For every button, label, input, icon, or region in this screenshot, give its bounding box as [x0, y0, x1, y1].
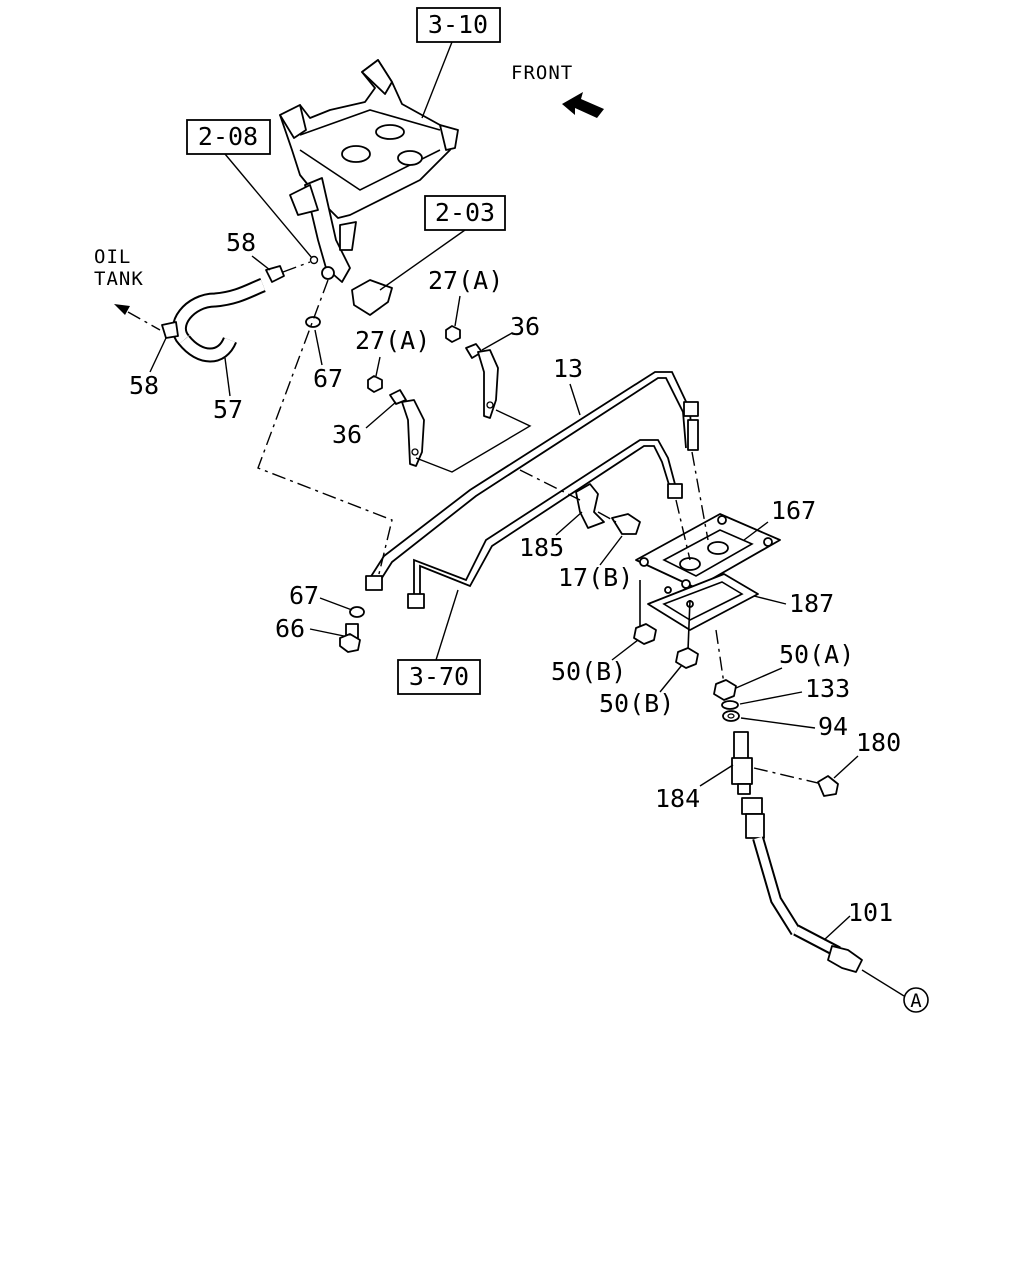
washer-133	[721, 700, 739, 710]
callout-66[interactable]: 66	[275, 614, 305, 643]
ref-box-3-70[interactable]	[397, 659, 481, 695]
front-arrow-icon	[562, 92, 604, 118]
nut-50b-left	[633, 623, 657, 645]
callout-58-bottom[interactable]: 58	[129, 371, 159, 400]
pipe-13	[365, 371, 699, 591]
washer-67-top	[305, 316, 321, 328]
callout-67-top[interactable]: 67	[313, 364, 343, 393]
callout-57[interactable]: 57	[213, 395, 243, 424]
nut-50a	[713, 679, 737, 701]
callout-67-lower[interactable]: 67	[289, 581, 319, 610]
callout-184[interactable]: 184	[655, 784, 700, 813]
reference-circle-a[interactable]	[903, 987, 929, 1013]
callout-185[interactable]: 185	[519, 533, 564, 562]
hose-57	[161, 278, 266, 363]
ref-box-2-08[interactable]	[186, 119, 271, 155]
callout-101[interactable]: 101	[848, 898, 893, 927]
plate-167	[635, 513, 781, 589]
oil-label: OIL	[94, 246, 131, 268]
oil-tank-arrow-icon	[114, 304, 161, 331]
pipe-3-70	[407, 439, 683, 609]
clip-185	[519, 469, 605, 529]
tee-fitting-184	[731, 731, 823, 795]
bolt-66	[339, 623, 361, 653]
reference-label-a: A	[910, 990, 922, 1012]
callout-50b-left[interactable]: 50(B)	[551, 657, 626, 686]
ref-label-3-10: 3-10	[428, 10, 488, 39]
clamp-58-top	[265, 261, 311, 283]
ref-box-3-10[interactable]	[416, 7, 501, 43]
callout-167[interactable]: 167	[771, 496, 816, 525]
nut-27a-upper	[445, 325, 461, 343]
callout-50b-right[interactable]: 50(B)	[599, 689, 674, 718]
hose-101	[741, 797, 863, 973]
plug-180	[817, 775, 839, 797]
callout-58-top[interactable]: 58	[226, 228, 256, 257]
callout-27a-lower[interactable]: 27(A)	[355, 326, 430, 355]
ref-box-2-03[interactable]	[424, 195, 506, 231]
callout-180[interactable]: 180	[856, 728, 901, 757]
ref-label-2-03: 2-03	[435, 198, 495, 227]
callout-36-upper[interactable]: 36	[510, 312, 540, 341]
pedal-bracket-assembly	[279, 59, 459, 316]
bracket-36-lower	[389, 389, 425, 467]
callout-13[interactable]: 13	[553, 354, 583, 383]
callout-187[interactable]: 187	[789, 589, 834, 618]
callout-50a[interactable]: 50(A)	[779, 640, 854, 669]
bolt-17b	[597, 511, 641, 535]
nut-50b-right	[675, 647, 699, 669]
gasket-187	[647, 573, 759, 631]
ref-label-3-70: 3-70	[409, 662, 469, 691]
nut-27a-lower	[367, 375, 383, 393]
callout-27a-upper[interactable]: 27(A)	[428, 266, 503, 295]
callout-36-lower[interactable]: 36	[332, 420, 362, 449]
bracket-36-upper	[465, 343, 499, 419]
tank-label: TANK	[94, 268, 144, 290]
callout-94[interactable]: 94	[818, 712, 848, 741]
callout-17b[interactable]: 17(B)	[558, 563, 633, 592]
washer-67-lower	[349, 606, 365, 618]
front-label: FRONT	[511, 62, 573, 84]
ref-label-2-08: 2-08	[198, 122, 258, 151]
callout-133[interactable]: 133	[805, 674, 850, 703]
